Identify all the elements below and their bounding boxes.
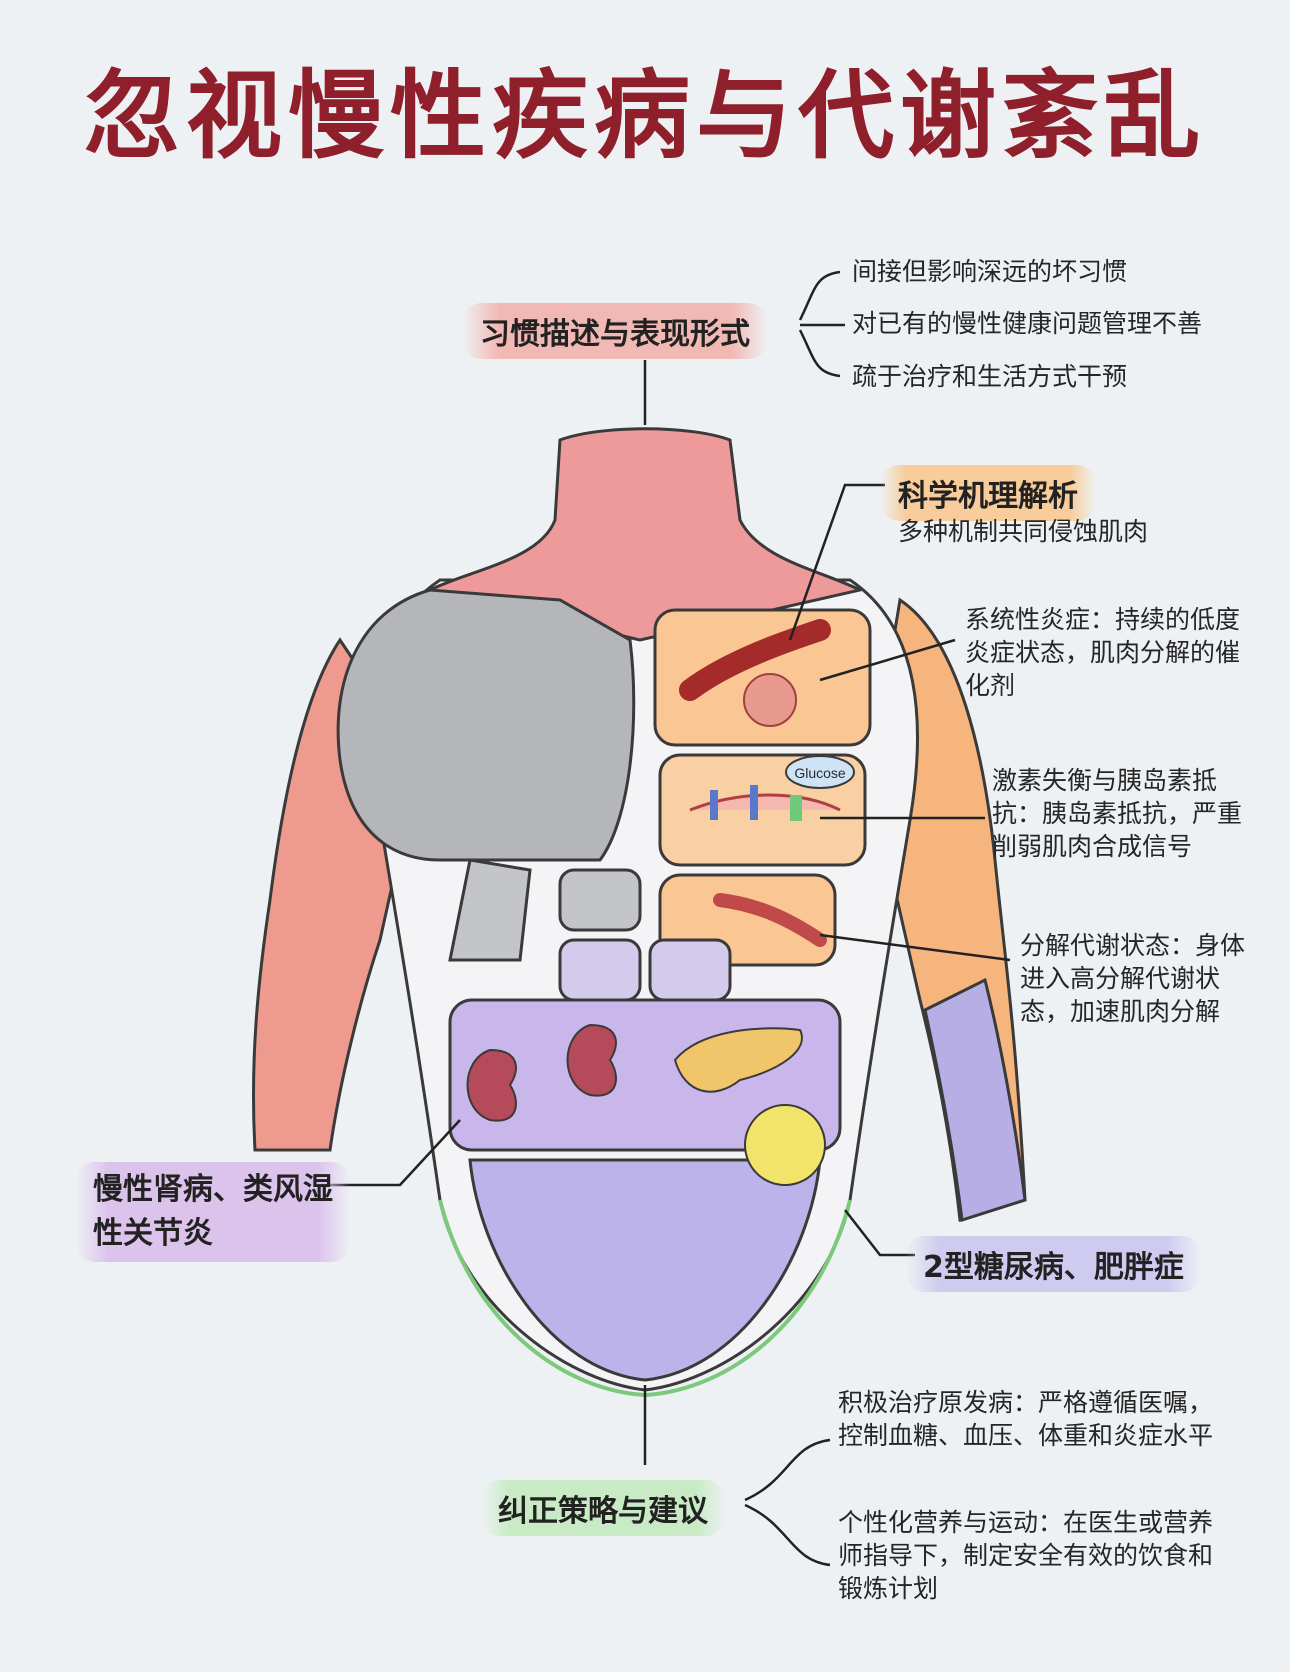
diabetes-obesity-label: 2型糖尿病、肥胖症 bbox=[905, 1236, 1202, 1292]
strategy-heading: 纠正策略与建议 bbox=[480, 1480, 726, 1536]
pelvis bbox=[468, 1158, 822, 1382]
mechanism-heading: 科学机理解析 bbox=[880, 465, 1096, 521]
habit-item: 间接但影响深远的坏习惯 bbox=[852, 257, 1128, 286]
kidney-disease-label: 慢性肾病、类风湿性关节炎 bbox=[75, 1162, 351, 1262]
mechanism-hormone: 激素失衡与胰岛素抵抗：胰岛素抵抗，严重削弱肌肉合成信号 bbox=[992, 766, 1243, 861]
mechanism-catabolic: 分解代谢状态：身体进入高分解代谢状态，加速肌肉分解 bbox=[1020, 931, 1246, 1026]
glucose-bubble bbox=[785, 755, 855, 789]
pancreas-icon bbox=[673, 1027, 803, 1093]
mechanism-subtitle: 多种机制共同侵蚀肌肉 bbox=[898, 517, 1149, 546]
habit-item: 疏于治疗和生活方式干预 bbox=[852, 362, 1128, 391]
strategy-item: 个性化营养与运动：在医生或营养师指导下，制定安全有效的饮食和锻炼计划 bbox=[838, 1508, 1214, 1603]
right-forearm bbox=[923, 977, 1027, 1222]
glucose-label: Glucose bbox=[794, 765, 846, 781]
habits-heading: 习惯描述与表现形式 bbox=[462, 303, 768, 359]
neck-muscle bbox=[425, 427, 865, 642]
mechanism-inflammation: 系统性炎症：持续的低度炎症状态，肌肉分解的催化剂 bbox=[965, 605, 1241, 700]
kidney-right-icon bbox=[566, 1023, 617, 1097]
fat-cells-icon bbox=[744, 1104, 826, 1186]
left-shoulder-gray bbox=[336, 588, 636, 862]
strategy-item: 积极治疗原发病：严格遵循医嘱，控制血糖、血压、体重和炎症水平 bbox=[838, 1388, 1214, 1450]
page-title: 忽视慢性疾病与代谢紊乱 bbox=[84, 59, 1206, 172]
kidney-left-icon bbox=[466, 1048, 517, 1122]
habit-item: 对已有的慢性健康问题管理不善 bbox=[852, 309, 1203, 338]
